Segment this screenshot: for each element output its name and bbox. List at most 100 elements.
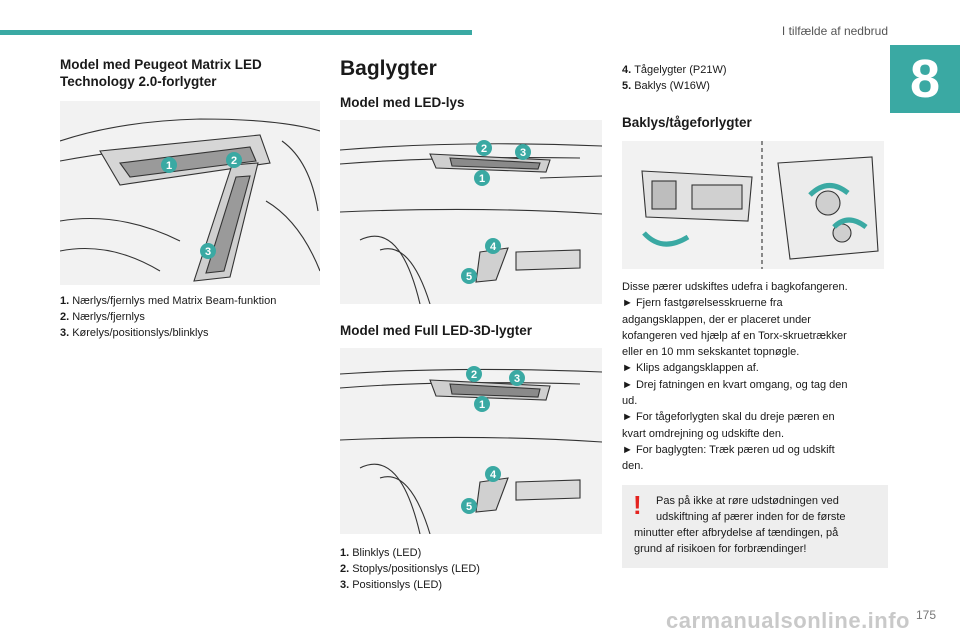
bulb-replacement-illustration [641, 141, 879, 269]
legend-rear: 1.Blinklys (LED) 2.Stoplys/positionslys … [340, 545, 602, 593]
callout-label: 3 [520, 147, 526, 159]
callout-circle [509, 370, 525, 386]
legend-num: 5. [622, 80, 632, 92]
callout-1: 1 [161, 157, 177, 173]
column-rear-lights: Baglygter Model med LED-lys 1 [340, 56, 602, 593]
legend-text: Nærlys/fjernlys [72, 311, 145, 323]
figure-front-headlight: 1 2 3 [60, 101, 320, 285]
callout-1: 1 [474, 170, 490, 186]
legend-text: Baklys (W16W) [634, 80, 710, 92]
instruction-line: eller en 10 mm sekskantet topnøgle. [622, 346, 800, 359]
front-headlight-illustration [60, 118, 320, 282]
legend-num: 1. [60, 295, 70, 307]
heading-line-1: Model med Peugeot Matrix LED [60, 57, 262, 72]
rotate-arrows [642, 183, 868, 247]
callout-label: 1 [479, 173, 485, 185]
figure-bulb-replacement [622, 141, 884, 269]
callout-3: 3 [200, 243, 216, 259]
callout-circle [515, 144, 531, 160]
instruction-line: ► Klips adgangsklappen af. [622, 362, 759, 375]
callout-label: 3 [514, 373, 520, 385]
section-heading-matrix: Model med Peugeot Matrix LED Technology … [60, 56, 320, 90]
instruction-line: ► Fjern fastgørelsesskruerne fra [622, 297, 783, 310]
instruction-line: ► For baglygten: Træk pæren ud og udskif… [622, 443, 835, 456]
legend-text: Positionslys (LED) [352, 579, 443, 591]
subheading-led: Model med LED-lys [340, 95, 465, 110]
callout-1: 1 [474, 396, 490, 412]
figure-rear-led: 1 2 3 4 5 [340, 120, 602, 304]
callout-2: 2 [226, 152, 242, 168]
callout-circle [161, 157, 177, 173]
callout-circle [485, 466, 501, 482]
callout-circle [474, 396, 490, 412]
header-accent-bar [0, 30, 472, 35]
callout-5: 5 [461, 498, 477, 514]
subheading-reverse-fog: Baklys/tågeforlygter [622, 115, 752, 130]
legend-item: 2.Nærlys/fjernlys [60, 309, 320, 325]
page-number: 175 [915, 608, 936, 622]
column-front-lights: Model med Peugeot Matrix LED Technology … [60, 56, 320, 341]
callout-circle [461, 498, 477, 514]
callout-label: 5 [466, 501, 472, 513]
legend-num: 2. [340, 563, 350, 575]
callout-circle [226, 152, 242, 168]
legend-front: 1.Nærlys/fjernlys med Matrix Beam-funkti… [60, 293, 320, 341]
instructions: Disse pærer udskiftes udefra i bagkofang… [622, 279, 888, 475]
column-reverse-fog: 4.Tågelygter (P21W) 5.Baklys (W16W) Bakl… [622, 62, 888, 568]
legend-item: 3.Positionslys (LED) [340, 577, 602, 593]
warning-note: ! Pas på ikke at røre udstødningen ved u… [622, 484, 888, 568]
chapter-badge: 8 [890, 45, 960, 113]
instruction-line: adgangsklappen, der er placeret under [622, 313, 811, 326]
legend-item: 5.Baklys (W16W) [622, 78, 888, 94]
warning-line: minutter efter afbrydelse af tændingen, … [634, 527, 839, 540]
watermark: carmanualsonline.info [666, 608, 910, 633]
warning-icon: ! [633, 489, 642, 520]
legend-num: 3. [60, 327, 70, 339]
callout-5: 5 [461, 268, 477, 284]
legend-item: 2.Stoplys/positionslys (LED) [340, 561, 602, 577]
warning-line: grund af risikoen for forbrændinger! [634, 543, 807, 556]
legend-text: Nærlys/fjernlys med Matrix Beam-funktion [72, 295, 277, 307]
legend-rear-continued: 4.Tågelygter (P21W) 5.Baklys (W16W) [622, 62, 888, 94]
legend-item: 1.Blinklys (LED) [340, 545, 602, 561]
rear-led-illustration [340, 143, 602, 304]
legend-item: 3.Kørelys/positionslys/blinklys [60, 325, 320, 341]
instruction-line: ► For tågeforlygten skal du dreje pæren … [622, 411, 835, 424]
legend-num: 3. [340, 579, 350, 591]
section-title-rear: Baglygter [340, 57, 437, 80]
callout-2: 2 [476, 140, 492, 156]
legend-num: 1. [340, 547, 350, 559]
callout-4: 4 [485, 238, 501, 254]
legend-text: Blinklys (LED) [352, 547, 422, 559]
instruction-line: ud. [622, 395, 638, 408]
legend-text: Kørelys/positionslys/blinklys [72, 327, 209, 339]
callout-2: 2 [466, 366, 482, 382]
callout-label: 2 [481, 143, 487, 155]
legend-text: Stoplys/positionslys (LED) [352, 563, 480, 575]
rear-full-led-callouts: 1 2 3 4 5 [461, 366, 525, 514]
warning-line: Pas på ikke at røre udstødningen ved [656, 494, 839, 507]
legend-num: 2. [60, 311, 70, 323]
legend-item: 1.Nærlys/fjernlys med Matrix Beam-funkti… [60, 293, 320, 309]
instruction-line: Disse pærer udskiftes udefra i bagkofang… [622, 281, 848, 293]
callout-circle [461, 268, 477, 284]
instruction-line: kvart omdrejning og udskifte den. [622, 427, 785, 440]
callout-label: 1 [166, 160, 172, 172]
heading-line-2: Technology 2.0-forlygter [60, 74, 217, 89]
instruction-line: ► Drej fatningen en kvart omgang, og tag… [622, 378, 848, 391]
instruction-line: den. [622, 460, 644, 473]
callout-circle [476, 140, 492, 156]
callout-label: 2 [231, 155, 237, 167]
callout-circle [200, 243, 216, 259]
instruction-line: kofangeren ved hjælp af en Torx-skruetræ… [622, 329, 847, 342]
callout-label: 2 [471, 369, 477, 381]
callout-label: 4 [490, 241, 497, 253]
legend-text: Tågelygter (P21W) [634, 64, 727, 76]
figure-rear-full-led: 1 2 3 4 5 [340, 348, 602, 534]
callout-circle [474, 170, 490, 186]
legend-num: 4. [622, 64, 632, 76]
callout-label: 5 [466, 271, 472, 283]
callout-circle [485, 238, 501, 254]
warning-line: udskiftning af pærer inden for de første [656, 510, 846, 523]
callout-label: 1 [479, 399, 485, 411]
